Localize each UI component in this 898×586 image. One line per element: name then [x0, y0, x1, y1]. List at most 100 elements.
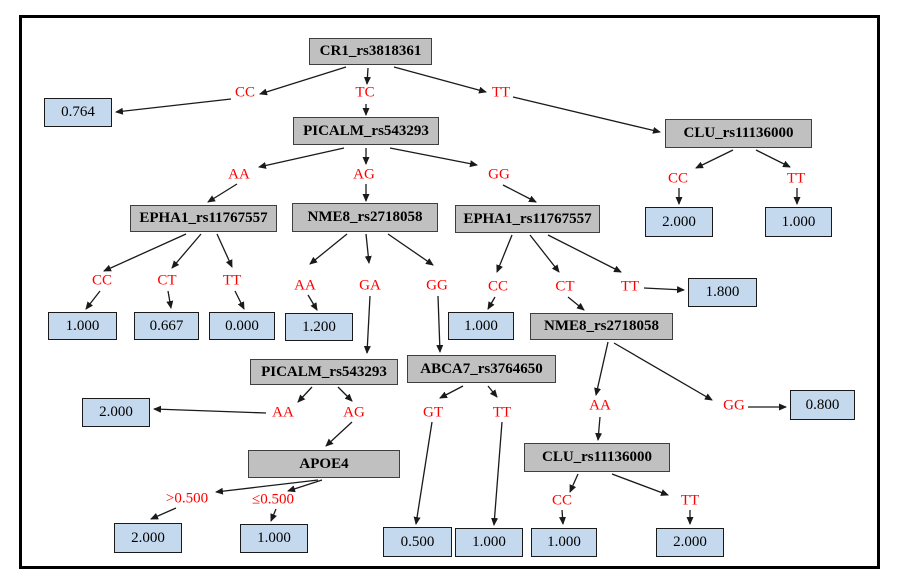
leaf-node-leaf-0764: 0.764 — [44, 98, 112, 127]
edge-arrow — [166, 290, 174, 309]
edge-label-root-tt: TT — [491, 84, 511, 101]
edge-label-pic-ag: AG — [353, 166, 375, 183]
edge-arrow — [487, 385, 498, 398]
edge-label-clul-cc: CC — [551, 492, 573, 509]
leaf-node-leaf-nmel-gg: 0.800 — [790, 390, 855, 420]
leaf-node-leaf-abca7-gt: 0.500 — [383, 527, 452, 557]
leaf-node-leaf-ephr-tt: 1.800 — [688, 278, 757, 307]
edge-arrow — [695, 149, 734, 169]
edge-arrow — [287, 479, 323, 493]
leaf-node-leaf-ephl-cc: 1.000 — [48, 312, 117, 340]
edge-arrow — [547, 234, 622, 273]
leaf-node-leaf-nme8-aa: 1.200 — [285, 313, 353, 341]
edge-label-root-tc: TC — [355, 84, 375, 101]
edge-arrow — [487, 296, 496, 310]
edge-label-picl-ag: AG — [343, 404, 365, 421]
edge-arrow — [364, 233, 372, 264]
leaf-node-leaf-clul-tt: 2.000 — [656, 528, 724, 557]
edge-label-clul-tt: TT — [680, 492, 700, 509]
leaf-node-leaf-ephr-cc: 1.000 — [448, 312, 514, 340]
leaf-node-leaf-abca7-tt: 1.000 — [455, 528, 523, 557]
edge-label-ephl-cc: CC — [91, 272, 113, 289]
edge-arrow — [103, 233, 187, 272]
edge-arrow — [569, 473, 579, 493]
tree-node-abca7: ABCA7_rs3764650 — [407, 355, 556, 383]
edge-arrow — [413, 421, 433, 525]
leaf-node-leaf-apoe-le: 1.000 — [240, 524, 308, 553]
edge-arrow — [297, 386, 313, 403]
edge-arrow — [215, 479, 319, 495]
tree-node-picalm-top: PICALM_rs543293 — [293, 117, 439, 145]
tree-node-cr1-root: CR1_rs3818361 — [309, 38, 432, 65]
edge-label-pic-aa: AA — [228, 166, 250, 183]
edge-label-nmel-aa: AA — [589, 397, 611, 414]
edge-arrow — [207, 183, 238, 203]
edge-arrow — [393, 66, 487, 94]
edge-arrow — [529, 234, 560, 273]
edge-arrow — [307, 294, 318, 311]
tree-node-picalm-lower: PICALM_rs543293 — [250, 359, 398, 385]
edge-arrow — [755, 149, 791, 168]
edge-label-abca-gt: GT — [423, 404, 443, 421]
edge-arrow — [216, 233, 233, 268]
edge-arrow — [85, 290, 101, 310]
tree-node-nme8-mid: NME8_rs2718058 — [292, 203, 438, 232]
edge-label-pic-gg: GG — [488, 166, 510, 183]
leaf-node-leaf-ephl-ct: 0.667 — [134, 312, 199, 340]
edge-label-ephl-ct: CT — [157, 272, 177, 289]
edge-label-ephr-tt: TT — [620, 278, 640, 295]
tree-node-clu-top: CLU_rs11136000 — [665, 119, 812, 148]
edge-label-clut-tt: TT — [786, 170, 806, 187]
leaf-node-leaf-clul-cc: 1.000 — [531, 528, 597, 557]
tree-node-epha1-right: EPHA1_rs11767557 — [455, 205, 600, 233]
edge-arrow — [491, 421, 503, 526]
edge-arrow — [270, 508, 277, 522]
edge-arrow — [559, 509, 566, 525]
edge-arrow — [594, 341, 609, 396]
edge-arrow — [150, 507, 177, 520]
edge-arrow — [363, 295, 371, 354]
edge-arrow — [389, 147, 478, 168]
edge-arrow — [611, 473, 669, 496]
edge-arrow — [512, 96, 661, 134]
edge-arrow — [171, 233, 202, 269]
edge-arrow — [496, 234, 513, 273]
edge-arrow — [567, 296, 585, 311]
edge-arrow — [502, 184, 537, 203]
edge-arrow — [325, 421, 353, 447]
leaf-node-leaf-ephl-tt: 0.000 — [209, 312, 275, 340]
edge-label-apoe-gt: >0.500 — [165, 490, 209, 507]
edge-arrow — [309, 233, 348, 265]
edge-arrow — [363, 67, 371, 85]
edge-label-ephr-ct: CT — [555, 278, 575, 295]
leaf-node-leaf-clutop-cc: 2.000 — [645, 207, 713, 237]
edge-arrow — [613, 342, 713, 401]
edge-arrow — [387, 233, 434, 266]
edge-label-ephl-tt: TT — [222, 272, 242, 289]
edge-arrow — [115, 98, 232, 115]
leaf-node-leaf-picl-aa: 2.000 — [82, 398, 150, 427]
edge-arrow — [643, 286, 685, 294]
tree-node-nme8-lower: NME8_rs2718058 — [530, 313, 673, 340]
leaf-node-leaf-apoe-gt: 2.000 — [114, 523, 182, 553]
edge-label-clut-cc: CC — [667, 170, 689, 187]
edge-arrow — [595, 416, 603, 441]
edge-arrow — [439, 385, 464, 399]
edge-label-nmel-gg: GG — [723, 397, 745, 414]
edge-label-root-cc: CC — [234, 84, 256, 101]
edge-label-ephr-cc: CC — [487, 278, 509, 295]
edge-label-picl-aa: AA — [272, 404, 294, 421]
figure-border-frame — [19, 15, 880, 569]
edge-arrow — [258, 147, 345, 169]
edge-arrow — [436, 295, 444, 353]
tree-node-clu-lower: CLU_rs11136000 — [524, 443, 670, 472]
edge-label-nmem-gg: GG — [426, 277, 448, 294]
tree-node-epha1-left: EPHA1_rs11767557 — [130, 205, 277, 232]
edge-arrow — [153, 405, 267, 414]
edge-label-nmem-aa: AA — [294, 277, 316, 294]
edge-arrow — [337, 386, 353, 402]
tree-node-apoe4: APOE4 — [248, 450, 400, 478]
edge-label-nmem-ga: GA — [359, 277, 381, 294]
